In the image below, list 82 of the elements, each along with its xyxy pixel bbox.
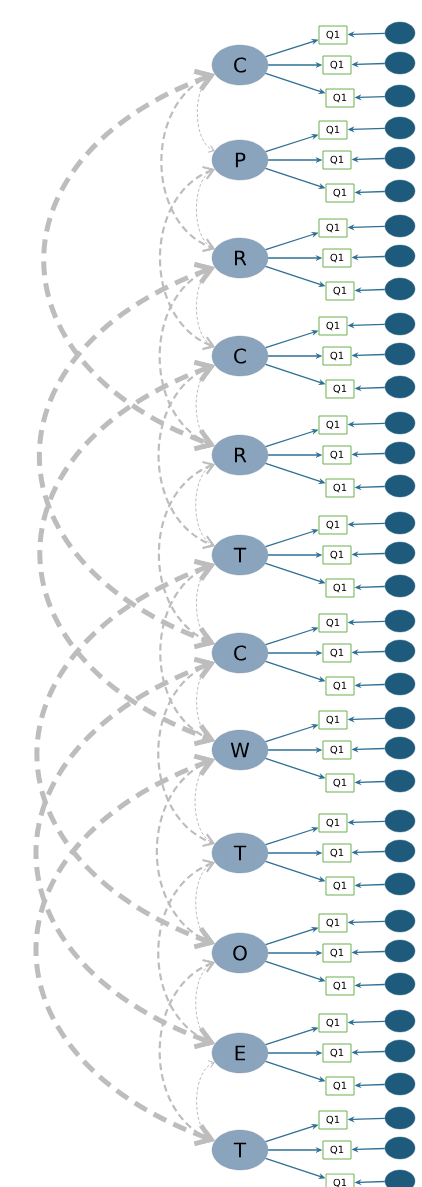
indicator-box: Q1: [322, 55, 352, 75]
error-ellipse: [384, 474, 416, 498]
indicator-box: Q1: [325, 1173, 355, 1187]
error-ellipse: [384, 672, 416, 696]
indicator-box: Q1: [325, 1076, 355, 1096]
indicator-box: Q1: [322, 843, 352, 863]
error-ellipse: [384, 1169, 416, 1187]
error-ellipse: [384, 84, 416, 108]
error-ellipse: [384, 411, 416, 435]
error-ellipse: [384, 116, 416, 140]
error-ellipse: [384, 214, 416, 238]
indicator-box: Q1: [325, 281, 355, 301]
correlation-arrow: [157, 858, 215, 1048]
indicator-box: Q1: [318, 515, 348, 535]
error-ellipse: [384, 511, 416, 535]
error-ellipse: [384, 312, 416, 336]
indicator-box: Q1: [325, 183, 355, 203]
error-ellipse: [384, 574, 416, 598]
error-ellipse: [384, 872, 416, 896]
indicator-box: Q1: [318, 710, 348, 730]
indicator-box: Q1: [322, 248, 352, 268]
error-ellipse: [384, 939, 416, 963]
error-ellipse: [384, 179, 416, 203]
error-ellipse: [384, 769, 416, 793]
error-ellipse: [384, 972, 416, 996]
error-ellipse: [384, 277, 416, 301]
correlation-arrow: [37, 261, 215, 650]
indicator-box: Q1: [322, 346, 352, 366]
correlation-arrow: [33, 656, 215, 1050]
indicator-box: Q1: [322, 643, 352, 663]
indicator-box: Q1: [325, 578, 355, 598]
correlation-arrow: [34, 558, 215, 950]
error-ellipse: [384, 609, 416, 633]
indicator-box: Q1: [322, 943, 352, 963]
indicator-box: Q1: [325, 976, 355, 996]
error-ellipse: [384, 441, 416, 465]
error-ellipse: [384, 909, 416, 933]
indicator-box: Q1: [318, 25, 348, 45]
error-ellipse: [384, 51, 416, 75]
error-ellipse: [384, 1039, 416, 1063]
indicator-box: Q1: [318, 415, 348, 435]
indicator-box: Q1: [325, 88, 355, 108]
indicator-box: Q1: [325, 676, 355, 696]
indicator-box: Q1: [322, 740, 352, 760]
error-ellipse: [384, 1106, 416, 1130]
indicator-box: Q1: [325, 379, 355, 399]
correlation-arrow: [196, 72, 215, 153]
error-ellipse: [384, 639, 416, 663]
indicator-box: Q1: [318, 1110, 348, 1130]
error-ellipse: [384, 736, 416, 760]
error-ellipse: [384, 839, 416, 863]
error-ellipse: [384, 1009, 416, 1033]
indicator-box: Q1: [322, 1140, 352, 1160]
correlation-arrow: [159, 165, 215, 351]
indicator-box: Q1: [318, 120, 348, 140]
indicator-box: Q1: [318, 316, 348, 336]
indicator-box: Q1: [318, 813, 348, 833]
correlation-arrow: [41, 68, 215, 452]
indicator-box: Q1: [318, 613, 348, 633]
indicator-box: Q1: [325, 876, 355, 896]
indicator-box: Q1: [322, 150, 352, 170]
correlation-arrow: [33, 753, 215, 1147]
error-ellipse: [384, 1136, 416, 1160]
indicator-box: Q1: [322, 545, 352, 565]
indicator-box: Q1: [325, 478, 355, 498]
indicator-box: Q1: [322, 1043, 352, 1063]
correlation-arrow: [158, 958, 215, 1145]
error-ellipse: [384, 342, 416, 366]
error-ellipse: [384, 21, 416, 45]
error-ellipse: [384, 541, 416, 565]
correlation-arrow: [37, 359, 215, 747]
error-ellipse: [384, 809, 416, 833]
error-ellipse: [384, 1072, 416, 1096]
error-ellipse: [384, 706, 416, 730]
indicator-box: Q1: [325, 773, 355, 793]
error-ellipse: [384, 375, 416, 399]
error-ellipse: [384, 244, 416, 268]
indicator-box: Q1: [318, 913, 348, 933]
indicator-box: Q1: [318, 218, 348, 238]
indicator-box: Q1: [322, 445, 352, 465]
error-ellipse: [384, 146, 416, 170]
indicator-box: Q1: [318, 1013, 348, 1033]
